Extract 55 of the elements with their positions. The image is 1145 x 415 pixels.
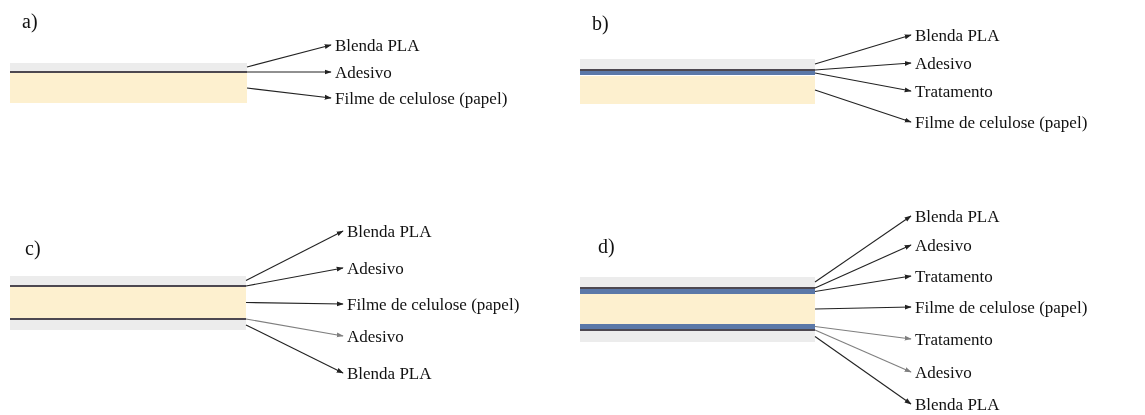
leader-arrow — [245, 301, 344, 307]
leader-arrow — [814, 274, 912, 293]
leader-arrow — [814, 244, 912, 289]
leader-arrow — [814, 325, 912, 341]
layer-label: Adesivo — [915, 54, 972, 74]
film-layer — [10, 63, 247, 71]
panel-letter: d) — [598, 235, 615, 257]
panel-letter: b) — [592, 12, 609, 34]
panel-letter: c) — [25, 237, 41, 259]
leader-arrow — [814, 329, 912, 373]
leader-arrow — [245, 318, 344, 338]
leader-arrow — [814, 335, 912, 405]
film-layer — [580, 331, 815, 342]
layer-label: Adesivo — [335, 63, 392, 83]
leader-arrow — [246, 69, 332, 75]
leader-arrow — [246, 44, 332, 68]
layer-label: Filme de celulose (papel) — [347, 295, 520, 315]
layer-label: Filme de celulose (papel) — [915, 298, 1088, 318]
film-layer — [10, 287, 246, 318]
leader-arrow — [814, 72, 912, 93]
layer-label: Tratamento — [915, 82, 993, 102]
film-layer — [580, 59, 815, 69]
film-layer — [580, 324, 815, 329]
leader-arrow — [245, 266, 344, 287]
leader-arrow — [814, 89, 912, 123]
panel-letter: a) — [22, 10, 38, 32]
layer-label: Adesivo — [347, 259, 404, 279]
layer-label: Adesivo — [915, 363, 972, 383]
leader-arrow — [814, 61, 912, 71]
film-layer — [10, 320, 246, 330]
layer-label: Blenda PLA — [347, 364, 432, 384]
film-layer — [580, 71, 815, 75]
film-layer — [580, 289, 815, 294]
layer-label: Adesivo — [915, 236, 972, 256]
layer-label: Blenda PLA — [335, 36, 420, 56]
film-layer — [10, 73, 247, 103]
layer-label: Tratamento — [915, 267, 993, 287]
layer-label: Filme de celulose (papel) — [915, 113, 1088, 133]
layer-label: Blenda PLA — [915, 395, 1000, 415]
layer-label: Filme de celulose (papel) — [335, 89, 508, 109]
film-layer — [580, 294, 815, 324]
leader-arrow — [246, 87, 332, 100]
leader-arrow — [245, 324, 344, 374]
leader-arrow — [814, 34, 912, 65]
layer-label: Blenda PLA — [915, 26, 1000, 46]
leader-arrow — [814, 304, 912, 310]
layer-label: Tratamento — [915, 330, 993, 350]
film-layer — [580, 76, 815, 104]
layer-label: Blenda PLA — [347, 222, 432, 242]
film-layer — [580, 277, 815, 287]
film-layer — [10, 276, 246, 285]
layer-label: Blenda PLA — [915, 207, 1000, 227]
layer-label: Adesivo — [347, 327, 404, 347]
leader-arrow — [245, 230, 344, 282]
leader-arrow — [814, 215, 912, 283]
